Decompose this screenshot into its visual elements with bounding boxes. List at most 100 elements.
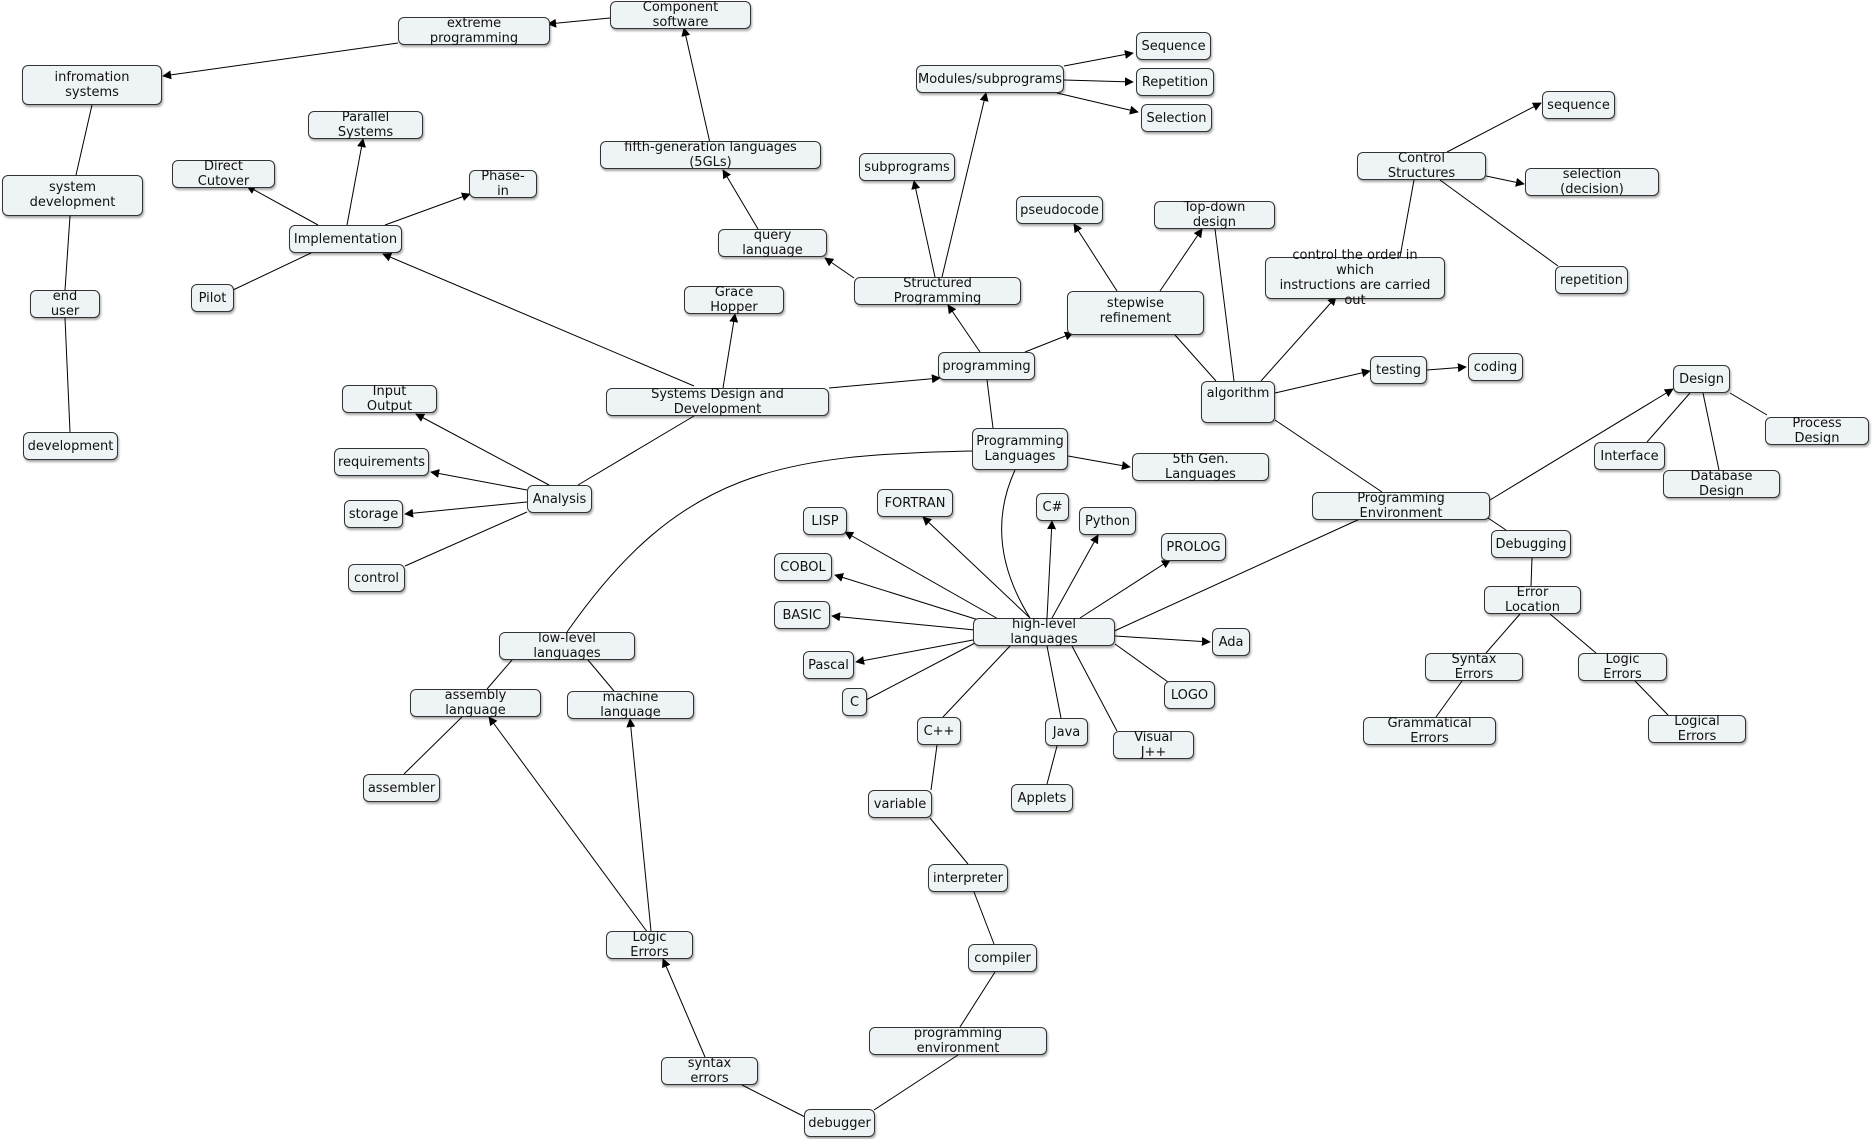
- node-programming-environment[interactable]: Programming Environment: [1312, 491, 1490, 521]
- node-programming-environment-lowercase[interactable]: programming environment: [869, 1026, 1047, 1056]
- node-logic-errors-right[interactable]: Logic Errors: [1578, 652, 1667, 682]
- node-process-design[interactable]: Process Design: [1765, 416, 1869, 446]
- node-selection-decision[interactable]: selection (decision): [1525, 167, 1659, 197]
- connector-line: [1489, 388, 1674, 501]
- connector-line: [844, 531, 1001, 621]
- node-storage[interactable]: storage: [344, 500, 403, 528]
- connector-line: [1549, 613, 1597, 654]
- node-syntax-errors[interactable]: Syntax Errors: [1425, 652, 1523, 682]
- node-variable[interactable]: variable: [868, 790, 932, 818]
- node-end-user[interactable]: end user: [30, 289, 100, 319]
- connector-line: [986, 379, 994, 429]
- node-modules-subprograms[interactable]: Modules/subprograms: [916, 65, 1064, 93]
- node-interface[interactable]: Interface: [1594, 442, 1665, 470]
- node-programming-languages[interactable]: Programming Languages: [972, 428, 1068, 470]
- connector-line: [828, 374, 941, 389]
- node-phase-in[interactable]: Phase-in: [469, 169, 537, 199]
- node-stepwise-refinement[interactable]: stepwise refinement: [1067, 291, 1204, 335]
- node-applets[interactable]: Applets: [1011, 784, 1073, 812]
- node-prolog[interactable]: PROLOG: [1161, 533, 1226, 561]
- node-selection[interactable]: Selection: [1141, 104, 1212, 132]
- node-systems-design-and-development[interactable]: Systems Design and Development: [606, 387, 829, 417]
- node-sequence-lowercase[interactable]: sequence: [1542, 91, 1615, 119]
- node-debugging[interactable]: Debugging: [1491, 530, 1571, 558]
- node-development[interactable]: development: [23, 432, 118, 460]
- connector-line: [547, 17, 611, 28]
- node-control[interactable]: control: [348, 564, 405, 592]
- node-analysis[interactable]: Analysis: [527, 485, 592, 513]
- node-programming[interactable]: programming: [938, 352, 1035, 380]
- node-coding[interactable]: coding: [1468, 353, 1523, 381]
- connector-curve: [1001, 469, 1031, 619]
- node-pseudocode[interactable]: pseudocode: [1016, 196, 1103, 224]
- node-extreme-programming[interactable]: extreme programming: [398, 16, 550, 46]
- node-syntax-errors-lowercase[interactable]: syntax errors: [661, 1056, 758, 1086]
- node-control-the-order[interactable]: control the order in which instructions …: [1265, 248, 1445, 308]
- node-parallel-systems[interactable]: Parallel Systems: [308, 110, 423, 140]
- node-error-location[interactable]: Error Location: [1484, 585, 1581, 615]
- node-database-design[interactable]: Database Design: [1663, 469, 1780, 499]
- node-high-level-languages[interactable]: high-level languages: [973, 617, 1115, 647]
- node-infromation-systems[interactable]: infromation systems: [22, 65, 162, 105]
- node-pilot[interactable]: Pilot: [191, 284, 234, 312]
- node-python[interactable]: Python: [1079, 507, 1136, 535]
- node-interpreter[interactable]: interpreter: [928, 864, 1008, 892]
- node-debugger[interactable]: debugger: [804, 1109, 875, 1137]
- node-low-level-languages[interactable]: low-level languages: [499, 631, 635, 661]
- node-grace-hopper[interactable]: Grace Hopper: [684, 285, 784, 315]
- connector-line: [346, 138, 366, 226]
- node-logo[interactable]: LOGO: [1164, 681, 1215, 709]
- node-fortran[interactable]: FORTRAN: [877, 489, 953, 517]
- node-fifth-generation-languages[interactable]: fifth-generation languages (5GLs): [600, 140, 821, 170]
- node-assembly-language[interactable]: assembly language: [410, 688, 541, 718]
- connector-line: [973, 891, 995, 945]
- node-compiler[interactable]: compiler: [968, 944, 1037, 972]
- node-direct-cutover[interactable]: Direct Cutover: [172, 159, 275, 189]
- connector-line: [1114, 635, 1211, 646]
- node-grammatical-errors[interactable]: Grammatical Errors: [1363, 716, 1496, 746]
- connector-line: [1071, 645, 1118, 732]
- connector-line: [1260, 296, 1337, 382]
- node-java[interactable]: Java: [1045, 718, 1088, 746]
- connector-line: [1174, 334, 1217, 382]
- node-repetition[interactable]: Repetition: [1136, 68, 1214, 96]
- node-system-development[interactable]: system development: [2, 175, 143, 216]
- node-design[interactable]: Design: [1673, 365, 1730, 393]
- node-visual-jpp[interactable]: Visual J++: [1113, 730, 1194, 760]
- node-lisp[interactable]: LISP: [803, 507, 847, 535]
- node-cobol[interactable]: COBOL: [774, 553, 832, 581]
- node-5th-gen-languages[interactable]: 5th Gen. Languages: [1132, 452, 1269, 482]
- node-implementation[interactable]: Implementation: [289, 225, 402, 253]
- node-control-structures[interactable]: Control Structures: [1357, 151, 1486, 181]
- node-cpp[interactable]: C++: [917, 717, 961, 745]
- node-assembler[interactable]: assembler: [363, 774, 440, 802]
- node-basic[interactable]: BASIC: [774, 601, 830, 629]
- node-testing[interactable]: testing: [1370, 356, 1427, 384]
- connector-line: [941, 92, 989, 278]
- node-subprograms[interactable]: subprograms: [859, 153, 955, 181]
- node-query-language[interactable]: query language: [718, 228, 827, 258]
- node-algorithm[interactable]: algorithm: [1201, 381, 1275, 423]
- node-repetition-lowercase[interactable]: repetition: [1555, 266, 1628, 294]
- node-logical-errors[interactable]: Logical Errors: [1648, 714, 1746, 744]
- node-structured-programming[interactable]: Structured Programming: [854, 276, 1021, 306]
- connector-line: [947, 304, 981, 353]
- node-input-output[interactable]: Input Output: [342, 384, 437, 414]
- node-pascal[interactable]: Pascal: [803, 651, 854, 679]
- node-csharp[interactable]: C#: [1036, 493, 1069, 521]
- connector-line: [1484, 515, 1507, 531]
- node-top-down-design[interactable]: Top-down design: [1154, 200, 1275, 230]
- node-c[interactable]: C: [842, 688, 867, 716]
- connector-line: [246, 185, 319, 226]
- node-sequence[interactable]: Sequence: [1136, 32, 1211, 60]
- node-machine-language[interactable]: machine language: [567, 690, 694, 720]
- node-requirements[interactable]: requirements: [334, 448, 429, 476]
- node-component-software[interactable]: Component software: [610, 0, 751, 30]
- connector-line: [1485, 175, 1525, 187]
- node-logic-errors-bottom[interactable]: Logic Errors: [606, 930, 693, 960]
- connector-line: [1067, 455, 1131, 471]
- connector-line: [873, 1054, 959, 1111]
- node-ada[interactable]: Ada: [1212, 628, 1250, 656]
